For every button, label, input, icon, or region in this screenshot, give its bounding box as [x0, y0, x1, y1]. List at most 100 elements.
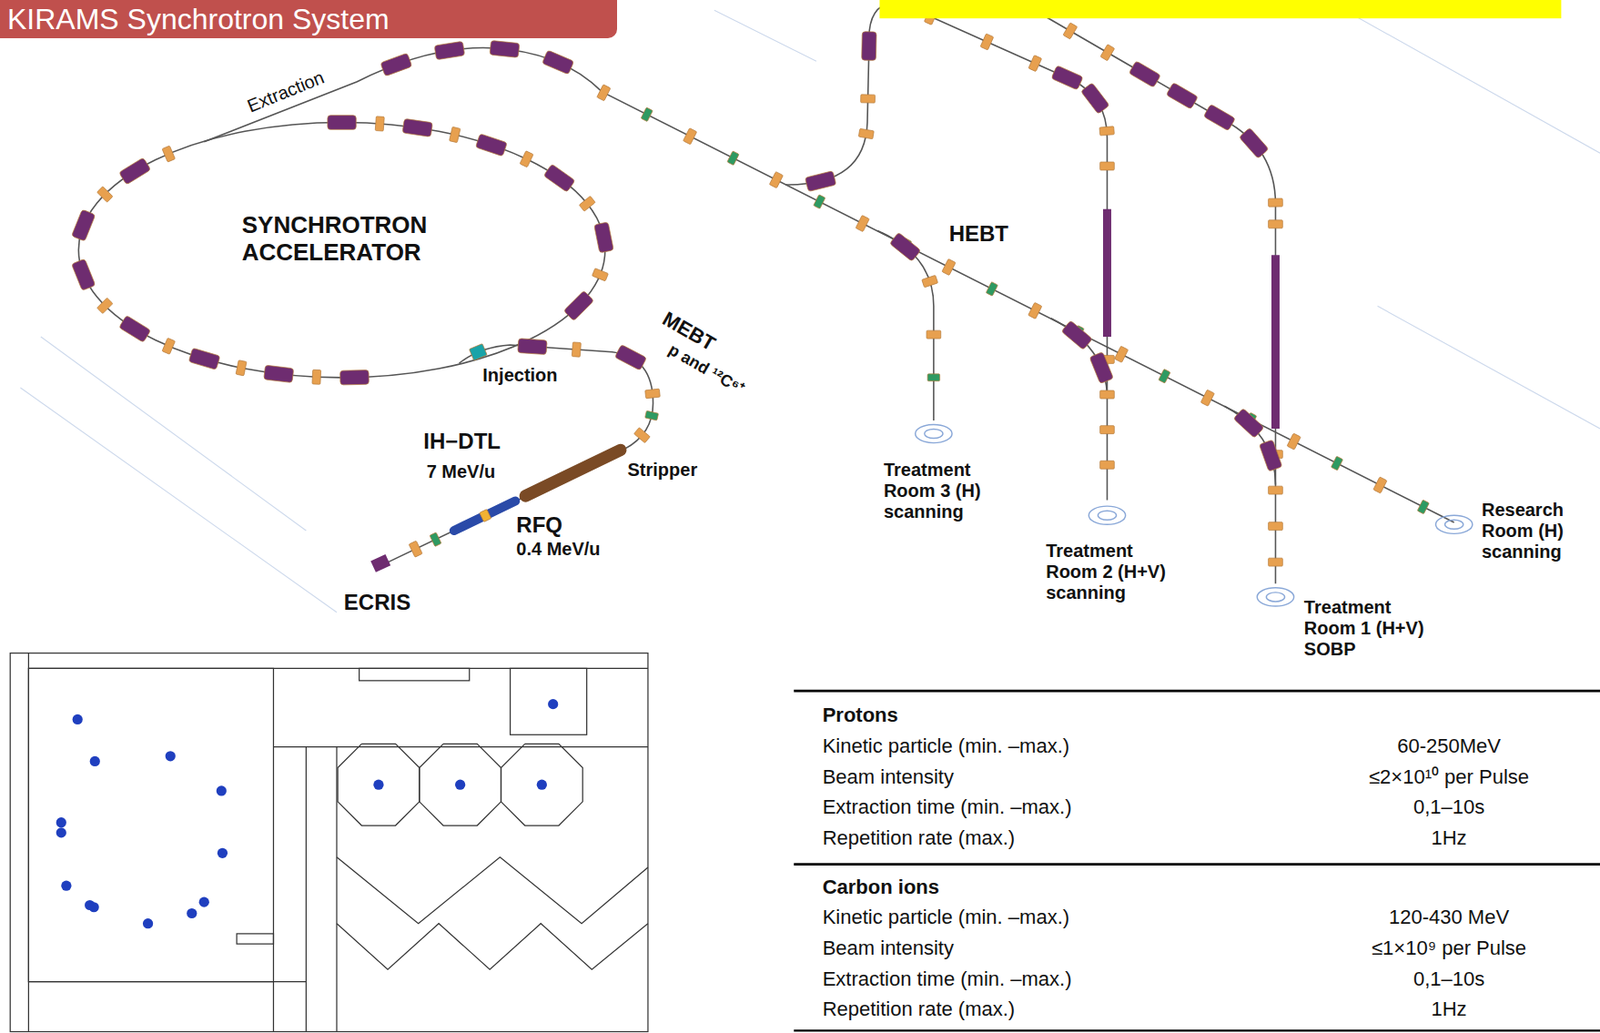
quadrupole-magnet	[926, 330, 942, 339]
quadrupole-magnet	[408, 540, 423, 557]
quadrupole-magnet	[97, 297, 113, 314]
corrector-magnet	[640, 107, 653, 122]
detector-point	[547, 698, 558, 709]
quadrupole-magnet	[1268, 486, 1284, 495]
injection-line	[385, 344, 654, 564]
plan-wall	[10, 653, 649, 1033]
quadrupole-magnet	[1114, 345, 1129, 363]
table-rule	[793, 1029, 1600, 1032]
quadrupole-magnet	[1100, 162, 1115, 171]
detector-point	[89, 901, 100, 912]
dipole-magnet	[402, 118, 433, 137]
detector-point	[142, 918, 153, 929]
corrector-magnet	[1158, 368, 1171, 384]
table-cell: Extraction time (min. –max.)	[822, 967, 1073, 991]
quadrupole-magnet	[683, 128, 698, 145]
plan-room	[500, 743, 583, 826]
detector-point	[217, 848, 228, 859]
detector-point	[60, 881, 71, 892]
ion-source	[370, 554, 391, 573]
dipole-magnet	[71, 209, 96, 242]
table-cell: Repetition rate (max.)	[822, 997, 1016, 1021]
accelerator-name: SYNCHROTRON ACCELERATOR	[242, 212, 470, 267]
detector-point	[90, 756, 101, 767]
detector-point	[165, 750, 176, 761]
detector-point	[199, 897, 210, 908]
quadrupole-magnet	[855, 215, 870, 233]
table-heading: Protons	[822, 703, 899, 727]
dipole-magnet	[861, 31, 877, 61]
room-target	[1445, 519, 1464, 529]
quadrupole-magnet	[312, 369, 322, 385]
quadrupole-magnet	[162, 337, 175, 355]
detector-point	[72, 714, 83, 725]
floor-plan	[10, 653, 649, 1033]
dipole-magnet	[563, 290, 594, 321]
dipole-magnet	[119, 314, 152, 343]
quadrupole-magnet	[980, 33, 994, 51]
dipole-magnet	[434, 40, 465, 60]
plan-room	[419, 743, 502, 826]
room-label: Treatment Room 2 (H+V) scanning	[1045, 540, 1178, 604]
detector-point	[186, 908, 197, 919]
section-label: IH−DTL	[423, 428, 501, 455]
upper-beamline	[785, 1, 1107, 500]
quadrupole-magnet	[941, 258, 956, 275]
room-target	[915, 424, 952, 443]
quadrupole-magnet	[1268, 198, 1284, 207]
quadrupole-magnet	[634, 427, 651, 444]
table-value: ≤2×10¹⁰ per Pulse	[1312, 765, 1586, 789]
corrector-magnet	[429, 532, 442, 547]
section-label: Stripper	[627, 459, 699, 481]
quadrupole-magnet	[860, 94, 876, 103]
building-line	[1326, 0, 1600, 153]
septum-magnet	[469, 344, 488, 361]
room-targets	[915, 424, 1473, 607]
dipole-magnet	[1081, 82, 1110, 114]
detector-point	[373, 779, 384, 790]
dipole-magnet	[1061, 320, 1093, 350]
beam-element	[479, 509, 492, 523]
branch-line	[877, 230, 934, 421]
detector-point	[56, 817, 67, 828]
quadrupole-magnet	[1268, 220, 1284, 229]
quadrupole-magnet	[769, 172, 783, 189]
dipole-magnet	[1258, 439, 1282, 472]
table-rule	[793, 862, 1600, 866]
upper-beamline	[1020, 1, 1276, 584]
quadrupole-magnet	[449, 126, 461, 142]
energy-label: 0.4 MeV/u	[516, 538, 600, 560]
room-target	[1256, 587, 1294, 607]
room-target	[1097, 510, 1116, 520]
quadrupole-magnet	[1200, 389, 1215, 406]
dipole-magnet	[614, 344, 647, 371]
detector-point	[56, 827, 67, 838]
table-value: 0,1–10s	[1312, 967, 1586, 991]
quadrupole-magnet	[645, 388, 661, 399]
quadrupole-magnet	[1028, 302, 1043, 319]
quadrupole-magnet	[1100, 425, 1115, 435]
highlight-box	[879, 0, 1561, 19]
room-target	[1435, 515, 1472, 534]
corrector-magnet	[1417, 499, 1429, 515]
dipole-magnet	[517, 338, 547, 355]
section-label: Injection	[482, 364, 557, 386]
plan-wall	[28, 653, 649, 1033]
table-cell: Beam intensity	[822, 936, 954, 960]
room-target	[924, 428, 943, 438]
table-value: 0,1–10s	[1312, 795, 1586, 819]
quadrupole-magnet	[1268, 557, 1284, 567]
energy-label: 7 MeV/u	[426, 461, 497, 483]
dtl-tank	[525, 449, 620, 496]
plan-room	[28, 668, 274, 982]
table-cell: Beam intensity	[822, 765, 954, 789]
section-label: HEBT	[949, 221, 1009, 247]
plan-room	[236, 933, 274, 944]
quadrupole-magnet	[162, 145, 175, 163]
corrector-magnet	[1330, 455, 1343, 471]
extraction-line	[203, 48, 1454, 523]
plan-wall	[336, 857, 649, 970]
dipole-magnet	[489, 40, 520, 58]
table-cell: Kinetic particle (min. –max.)	[822, 734, 1070, 758]
